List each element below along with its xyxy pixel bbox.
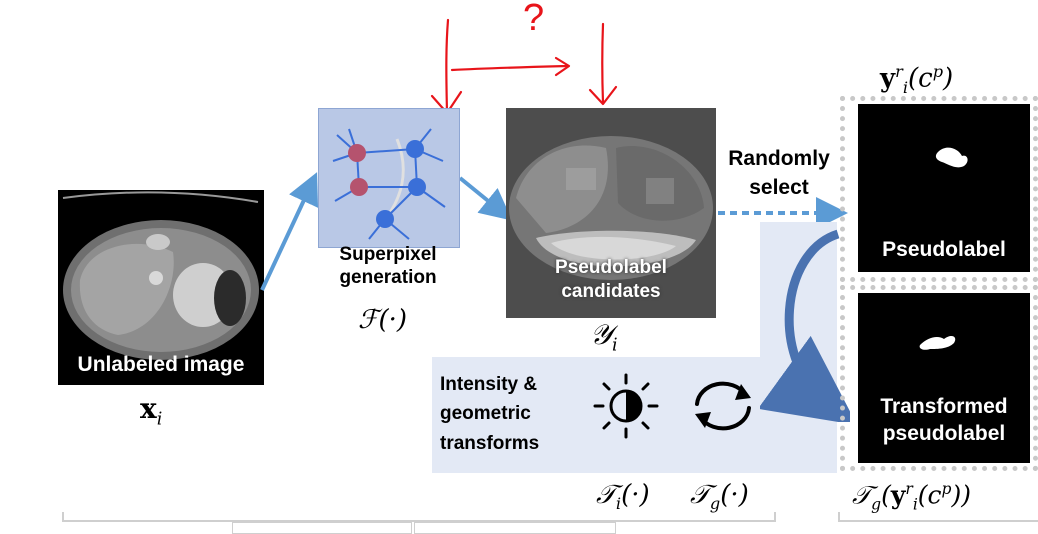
pseudolabel-candidates-image: Pseudolabel candidates [506,108,716,318]
randomly-select-label: Randomly select [728,147,830,200]
transformed-pseudolabel-label: Transformed pseudolabel [880,395,1008,446]
bottom-box-2 [414,522,616,534]
T-g-symbol: 𝒯g(·) [690,480,749,514]
x-i-symbol: xi [140,392,163,430]
pseudolabel-label: Pseudolabel [882,238,1006,261]
sun-half-icon [593,373,659,439]
bottom-box-1 [232,522,412,534]
y-r-i-cp-symbol: yri(cp) [880,62,954,97]
T-g-y-symbol: 𝒯g(yri(cp)) [852,480,971,514]
superpixel-segmentation-picture [506,108,716,318]
pseudolabel-tile: Pseudolabel [858,104,1030,272]
unlabeled-ct-image: Unlabeled image [58,190,264,385]
T-i-symbol: 𝒯i(·) [596,480,650,514]
bottom-bracket-right [838,512,1038,522]
Y-i-symbol: 𝒴i [590,318,618,356]
curved-arrow [760,229,850,422]
transformed-pseudolabel-mask [919,336,956,350]
transformed-pseudolabel-tile: Transformed pseudolabel [858,293,1030,463]
pseudolabel-mask [935,147,968,168]
superpixel-generation-label: Superpixel generation [339,244,437,288]
ct-scan-picture [62,191,259,360]
transformed-pseudolabel-frame [840,285,1038,471]
unlabeled-image-label: Unlabeled image [77,353,245,376]
pseudolabel-frame [840,96,1038,282]
intensity-geometric-transforms-label: Intensity & geometric transforms [440,374,540,454]
superpixel-graph-box [318,108,460,248]
superpixel-graph-icon [332,128,446,240]
rotate-arrows-icon [695,381,751,431]
question-mark: ? [523,0,544,39]
F-operator-symbol: ℱ(·) [358,305,407,335]
bottom-bracket-left [62,512,776,522]
pseudolabel-candidates-label: Pseudolabel candidates [555,257,667,302]
